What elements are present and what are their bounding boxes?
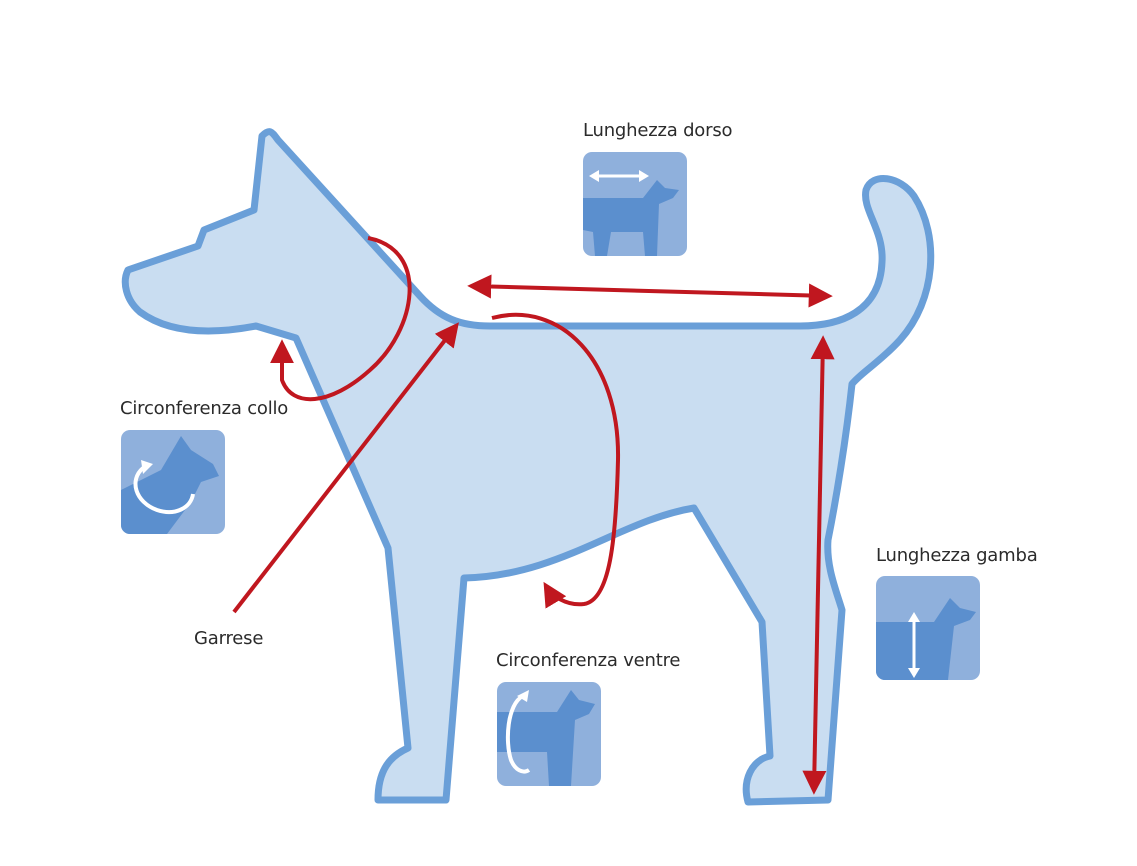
back-length-label: Lunghezza dorso <box>583 120 733 141</box>
neck-circumference-arrow <box>270 236 412 402</box>
belly-circumference-icon <box>497 682 601 786</box>
neck-circumference-icon <box>121 430 225 534</box>
belly-circumference-arrow <box>491 312 621 609</box>
leg-length-label: Lunghezza gamba <box>876 545 1038 566</box>
neck-circumference-label: Circonferenza collo <box>120 398 289 419</box>
leg-length-icon <box>876 576 980 680</box>
back-length-arrow <box>467 274 833 308</box>
leg-length-arrow <box>802 335 835 795</box>
withers-pointer-arrow <box>232 322 459 614</box>
belly-circumference-label: Circonferenza ventre <box>496 650 681 671</box>
back-length-icon <box>583 152 687 256</box>
withers-label: Garrese <box>194 628 264 649</box>
dog-silhouette <box>121 128 935 806</box>
